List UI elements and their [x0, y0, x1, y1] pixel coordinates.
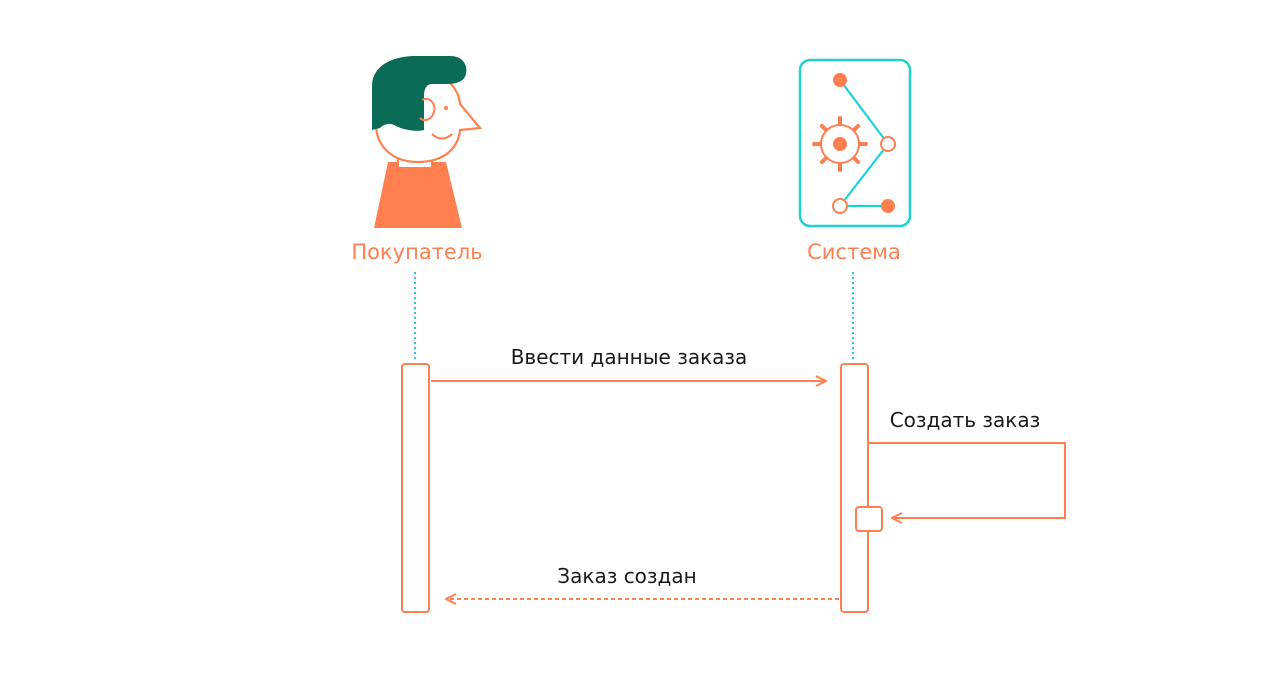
message-label-order-created: Заказ создан: [557, 564, 696, 588]
gear-icon: [812, 116, 868, 172]
system-flow-icon: [798, 58, 912, 228]
activation-bar-system: [840, 363, 869, 613]
message-label-create-order: Создать заказ: [890, 408, 1041, 432]
actor-label-system: Система: [807, 240, 901, 264]
message-arrow-create-order: [868, 442, 1066, 518]
person-icon: [372, 56, 483, 228]
activation-bar-nested: [855, 506, 883, 532]
activation-bar-buyer: [401, 363, 430, 613]
actor-label-buyer: Покупатель: [351, 240, 482, 264]
message-label-enter-order: Ввести данные заказа: [511, 345, 748, 369]
